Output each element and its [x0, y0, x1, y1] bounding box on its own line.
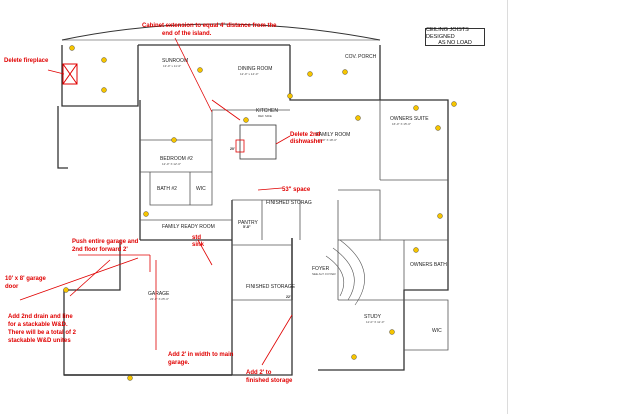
dim-foyer: SEE ALT. FOYER: [312, 272, 336, 276]
annotation-leaders: [19, 37, 293, 366]
fixture-icon: [307, 71, 313, 77]
label-dining: DINING ROOM: [238, 66, 272, 72]
callout-wall-20: 20': [230, 147, 235, 151]
note-push-garage-2: 2nd floor forward 2': [72, 247, 128, 253]
label-garage: GARAGE: [148, 291, 170, 297]
outer-walls: [57, 44, 449, 376]
note-garage-door-1: 10' x 8' garage: [5, 276, 47, 282]
fixture-icon: [287, 93, 293, 99]
fixture-icon: [63, 287, 69, 293]
note-53-space: 53" space: [282, 187, 311, 193]
dim-study: 11'-0" X 11'-0": [366, 320, 385, 324]
note-drain-2: for a stackable W&D.: [8, 322, 68, 328]
label-family: FAMILY ROOM: [316, 132, 350, 138]
note-std-sink-1: std: [192, 235, 201, 241]
dim-family: 17'-0" X 18'-0": [318, 138, 337, 142]
callout-ew-space: 5'-8": [243, 225, 251, 229]
note-add-storage-1: Add 2' to: [246, 370, 272, 376]
fixture-icon: [143, 211, 149, 217]
note-std-sink-2: sink: [192, 242, 205, 248]
fixture-icon: [342, 69, 348, 75]
ceiling-note-line1: CEILING JOISTS DESIGNED: [426, 27, 469, 40]
fixture-icon: [389, 329, 395, 335]
label-wic-left: WIC: [196, 186, 206, 192]
fixture-icon: [355, 115, 361, 121]
label-bedroom2: BEDROOM #2: [160, 156, 193, 162]
fixture-icon: [243, 117, 249, 123]
fixture-icon: [413, 105, 419, 111]
note-width-main-2: garage.: [168, 360, 190, 366]
label-study: STUDY: [364, 314, 382, 320]
deleted-dishwasher: [235, 139, 245, 153]
label-bath2: BATH #2: [157, 186, 177, 192]
dim-garage: 22'-0" X 25'-0": [150, 297, 169, 301]
label-finished-storage-top: FINISHED STORAG: [266, 200, 312, 206]
note-drain-1: Add 2nd drain and line: [8, 314, 73, 320]
note-garage-door-2: door: [5, 284, 19, 290]
note-delete-fireplace: Delete fireplace: [4, 58, 49, 64]
note-add-storage-2: finished storage: [246, 378, 293, 384]
label-wic-right: WIC: [432, 328, 442, 334]
fixture-group: [63, 45, 457, 381]
foyer-stair: [325, 239, 365, 306]
note-delete-dishwasher-2: dishwasher: [290, 139, 324, 145]
label-kitchen: KITCHEN: [256, 108, 278, 114]
label-owners-bath: OWNERS BATH: [410, 262, 447, 268]
note-push-garage-1: Push entire garage and: [72, 239, 139, 245]
note-drain-4: stackable W&D unites: [8, 338, 71, 344]
fixture-icon: [69, 45, 75, 51]
note-width-main-1: Add 2' in width to main: [168, 352, 234, 358]
fixture-icon: [101, 57, 107, 63]
note-drain-3: There will be a total of 2: [8, 330, 77, 336]
ceiling-joist-note: CEILING JOISTS DESIGNED AS NO LOAD: [425, 27, 485, 47]
label-family-ready: FAMILY READY ROOM: [162, 224, 215, 230]
arch-outline: [61, 23, 381, 41]
label-finished-storage: FINISHED STORAGE: [246, 284, 296, 290]
fixture-icon: [351, 354, 357, 360]
label-sunroom: SUNROOM: [162, 58, 188, 64]
deleted-fireplace-mark: [62, 63, 78, 85]
fixture-icon: [435, 125, 441, 131]
fixture-icon: [171, 137, 177, 143]
fixture-icon: [197, 67, 203, 73]
ceiling-note-line2: AS NO LOAD: [438, 40, 472, 47]
dim-dining: 12'-0" x 14'-0": [240, 72, 258, 76]
dim-bedroom: 12'-0" X 12'-0": [162, 162, 181, 166]
dim-owners: 16'-0" X 15'-0": [392, 122, 411, 126]
note-cabinet-line2: end of the island.: [162, 31, 212, 37]
label-owners-suite: OWNERS SUITE: [390, 116, 429, 122]
label-foyer: FOYER: [312, 266, 330, 272]
label-pantry: PANTRY: [238, 220, 258, 226]
callout-wall-22: 22': [286, 295, 291, 299]
fixture-icon: [451, 101, 457, 107]
dim-sunroom: 13'-0" x 11'-0": [163, 64, 181, 68]
kitchen-island: [239, 124, 277, 160]
note-cabinet-line1: Cabinet extension to equal 4' distance f…: [142, 23, 277, 29]
label-cov-porch: COV. PORCH: [345, 54, 377, 60]
interior-walls: [140, 100, 449, 351]
dim-kitchen: REF SIDE: [258, 114, 272, 118]
fixture-icon: [101, 87, 107, 93]
sheet-edge-line: [507, 0, 508, 414]
fixture-icon: [413, 247, 419, 253]
note-delete-dishwasher-1: Delete 2nd: [290, 132, 321, 138]
fixture-icon: [127, 375, 133, 381]
fixture-icon: [437, 213, 443, 219]
